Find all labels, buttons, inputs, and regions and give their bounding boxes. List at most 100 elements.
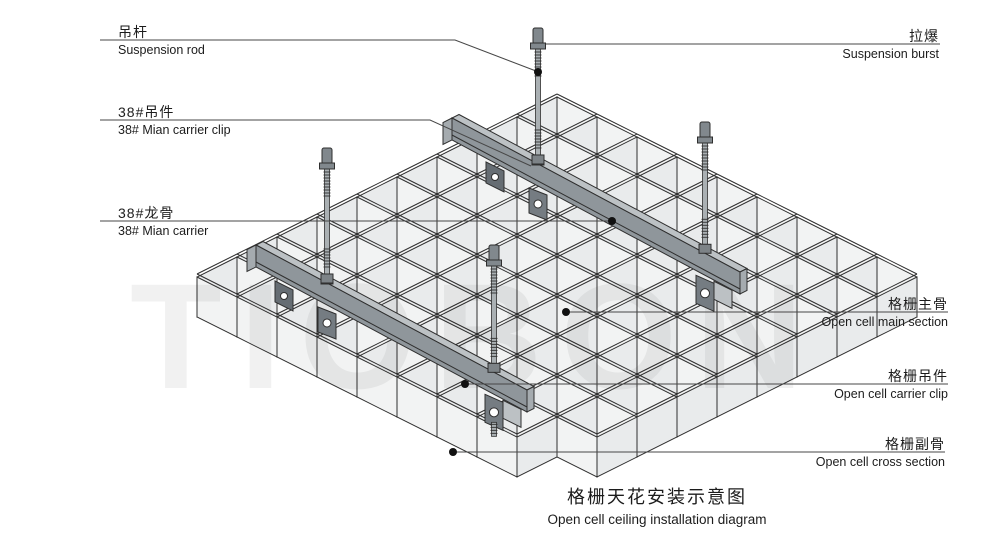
grid-blade-top-edge [596, 313, 638, 335]
main-carrier-upper-right-cap [739, 267, 748, 295]
label-38-carrier-clip-en: 38# Mian carrier clip [118, 123, 231, 137]
grid-blade-top-edge [556, 133, 598, 155]
label-38-carrier-clip-zh: 38#吊件 [118, 104, 175, 120]
grid-blade-top-edge [556, 213, 598, 235]
grid-blade-top-edge [756, 213, 798, 235]
main-carrier-lower-right-cap [526, 385, 535, 413]
grid-blade-top-edge [636, 193, 678, 215]
main-carrier-upper-lip [451, 134, 741, 290]
grid-blade-top-edge [356, 213, 398, 235]
grid-blade-top-edge [756, 273, 798, 295]
grid-blade-top-edge [356, 273, 398, 295]
grid-blade-top-edge [796, 273, 838, 295]
grid-blade-top-edge [476, 193, 518, 215]
grid-blade-top-edge [676, 153, 718, 175]
grid-blade-top-edge [556, 233, 598, 255]
grid-blade-top-edge [636, 133, 678, 155]
grid-blade-top-edge [356, 233, 398, 255]
grid-blade-top-edge [436, 193, 478, 215]
grid-blade-top-edge [556, 393, 598, 415]
grid-blade-top-edge [716, 233, 758, 255]
leader-dot [534, 68, 542, 76]
grid-blade-top-edge [676, 353, 718, 375]
grid-blade-top-edge [316, 233, 358, 255]
grid-blade-top-edge [596, 253, 638, 275]
grid-blade-top-edge [396, 153, 438, 175]
grid-blade-top-edge [556, 273, 598, 295]
grid-blade-cross [516, 416, 558, 478]
grid-blade-top-edge [636, 333, 678, 355]
grid-blade-top-edge [276, 293, 318, 315]
grid-blade-top-edge [516, 253, 558, 275]
grid-blade-top-edge [476, 233, 518, 255]
grid-blade-top-edge [636, 253, 678, 275]
grid-blade-top-edge [436, 213, 478, 235]
grid-blade-top-edge [636, 273, 678, 295]
label-38-carrier-zh: 38#龙骨 [118, 205, 175, 221]
grid-blade-top-edge [556, 113, 598, 135]
grid-blade-top-edge [796, 293, 838, 315]
grid-blade-top-edge [716, 213, 758, 235]
grid-blade-top-edge [476, 293, 518, 315]
grid-blade-top-edge [516, 313, 558, 335]
grid-blade-top-edge [516, 353, 558, 375]
grid-blade-top-edge [196, 273, 238, 295]
grid-blade-cross [596, 416, 638, 478]
suspension-rod-3-nut [698, 243, 712, 254]
grid-blade-top-edge [396, 293, 438, 315]
grid-blade-top-edge [676, 313, 718, 335]
clip-hole [491, 172, 499, 181]
grid-blade-top-edge [396, 373, 438, 395]
diagram-title-en: Open cell ceiling installation diagram [547, 512, 767, 527]
grid-blade-top-edge [796, 213, 838, 235]
grid-blade-top-edge [436, 313, 478, 335]
grid-blade-top-edge [316, 253, 358, 275]
grid-blade-top-edge [436, 293, 478, 315]
grid-blade-top-edge [516, 413, 558, 435]
label-cross-section-en: Open cell cross section [815, 455, 945, 469]
grid-blade-top-edge [676, 333, 718, 355]
label-38-carrier-en: 38# Mian carrier [118, 224, 209, 238]
grid-blade-top-edge [676, 193, 718, 215]
leader-dot [562, 308, 570, 316]
grid-blade-top-edge [636, 393, 678, 415]
suspension-rod-4-anchor-collar [486, 259, 502, 267]
grid-blade-top-edge [556, 313, 598, 335]
grid-blade-top-edge [756, 333, 798, 355]
grid-blade-top-edge [756, 253, 798, 275]
clip-hole [533, 199, 543, 209]
label-suspension-burst-en: Suspension burst [842, 47, 939, 61]
grid-blade-top-edge [676, 173, 718, 195]
grid-blade-top-edge [596, 173, 638, 195]
grid-blade-top-edge [876, 273, 918, 295]
grid-blade-top-edge [196, 253, 238, 275]
suspension-rod-1-anchor-cap [532, 27, 544, 45]
grid-blade-top-edge [356, 193, 398, 215]
grid-blade-top-edge [396, 253, 438, 275]
label-suspension-rod-en: Suspension rod [118, 43, 205, 57]
main-carrier-lower-lip [255, 261, 528, 408]
grid-blade-top-edge [436, 173, 478, 195]
grid-blade-top-edge [716, 173, 758, 195]
suspension-rod-3-anchor-cap [699, 121, 711, 139]
leader-suspension-rod [100, 39, 537, 72]
grid-blade-top-edge [276, 233, 318, 255]
label-suspension-rod-zh: 吊杆 [118, 24, 148, 40]
grid-blade-top-edge [796, 233, 838, 255]
leader-dot [461, 380, 469, 388]
grid-blade-top-edge [636, 313, 678, 335]
suspension-rod-3-anchor-collar [697, 136, 713, 144]
grid-blade-top-edge [396, 173, 438, 195]
suspension-rod-3-shaft [702, 141, 708, 245]
grid-blade-top-edge [236, 293, 278, 315]
grid-blade-top-edge [476, 313, 518, 335]
grid-blade-top-edge [836, 233, 878, 255]
grid-blade-top-edge [836, 293, 878, 315]
grid-blade-top-edge [756, 233, 798, 255]
grid-blade-top-edge [796, 253, 838, 275]
grid-blade-top-edge [636, 293, 678, 315]
grid-blade-top-edge [516, 273, 558, 295]
grid-blade-top-edge [556, 253, 598, 275]
